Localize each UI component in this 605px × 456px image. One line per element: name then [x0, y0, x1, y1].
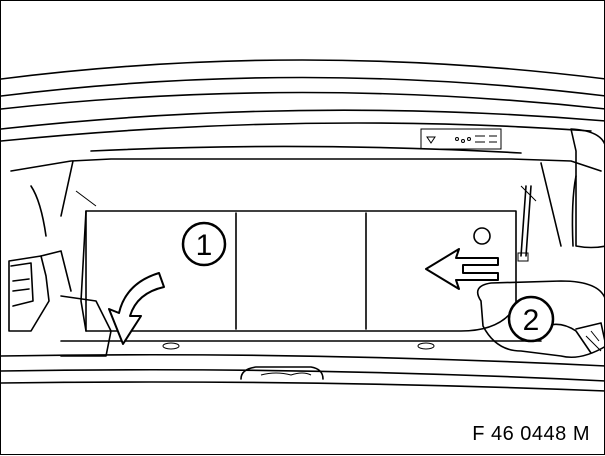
callout-2-label: 2: [523, 304, 540, 337]
callout-1-label: 1: [196, 229, 213, 262]
left-latch-mechanism: [8, 250, 112, 357]
trunk-cavity: [10, 145, 602, 247]
right-trim-panel: [570, 128, 605, 249]
callout-2: 2: [507, 295, 555, 343]
gas-strut: [517, 185, 532, 262]
callout-1-arrow: [108, 272, 165, 345]
figure-code: F 46 0448 M: [472, 423, 590, 445]
trunk-sill: [1, 340, 605, 392]
callout-1: 1: [181, 221, 227, 267]
hatch-label-plate: [420, 128, 502, 150]
roof-frame: [1, 59, 605, 142]
callout-2-arrow: [425, 248, 499, 290]
